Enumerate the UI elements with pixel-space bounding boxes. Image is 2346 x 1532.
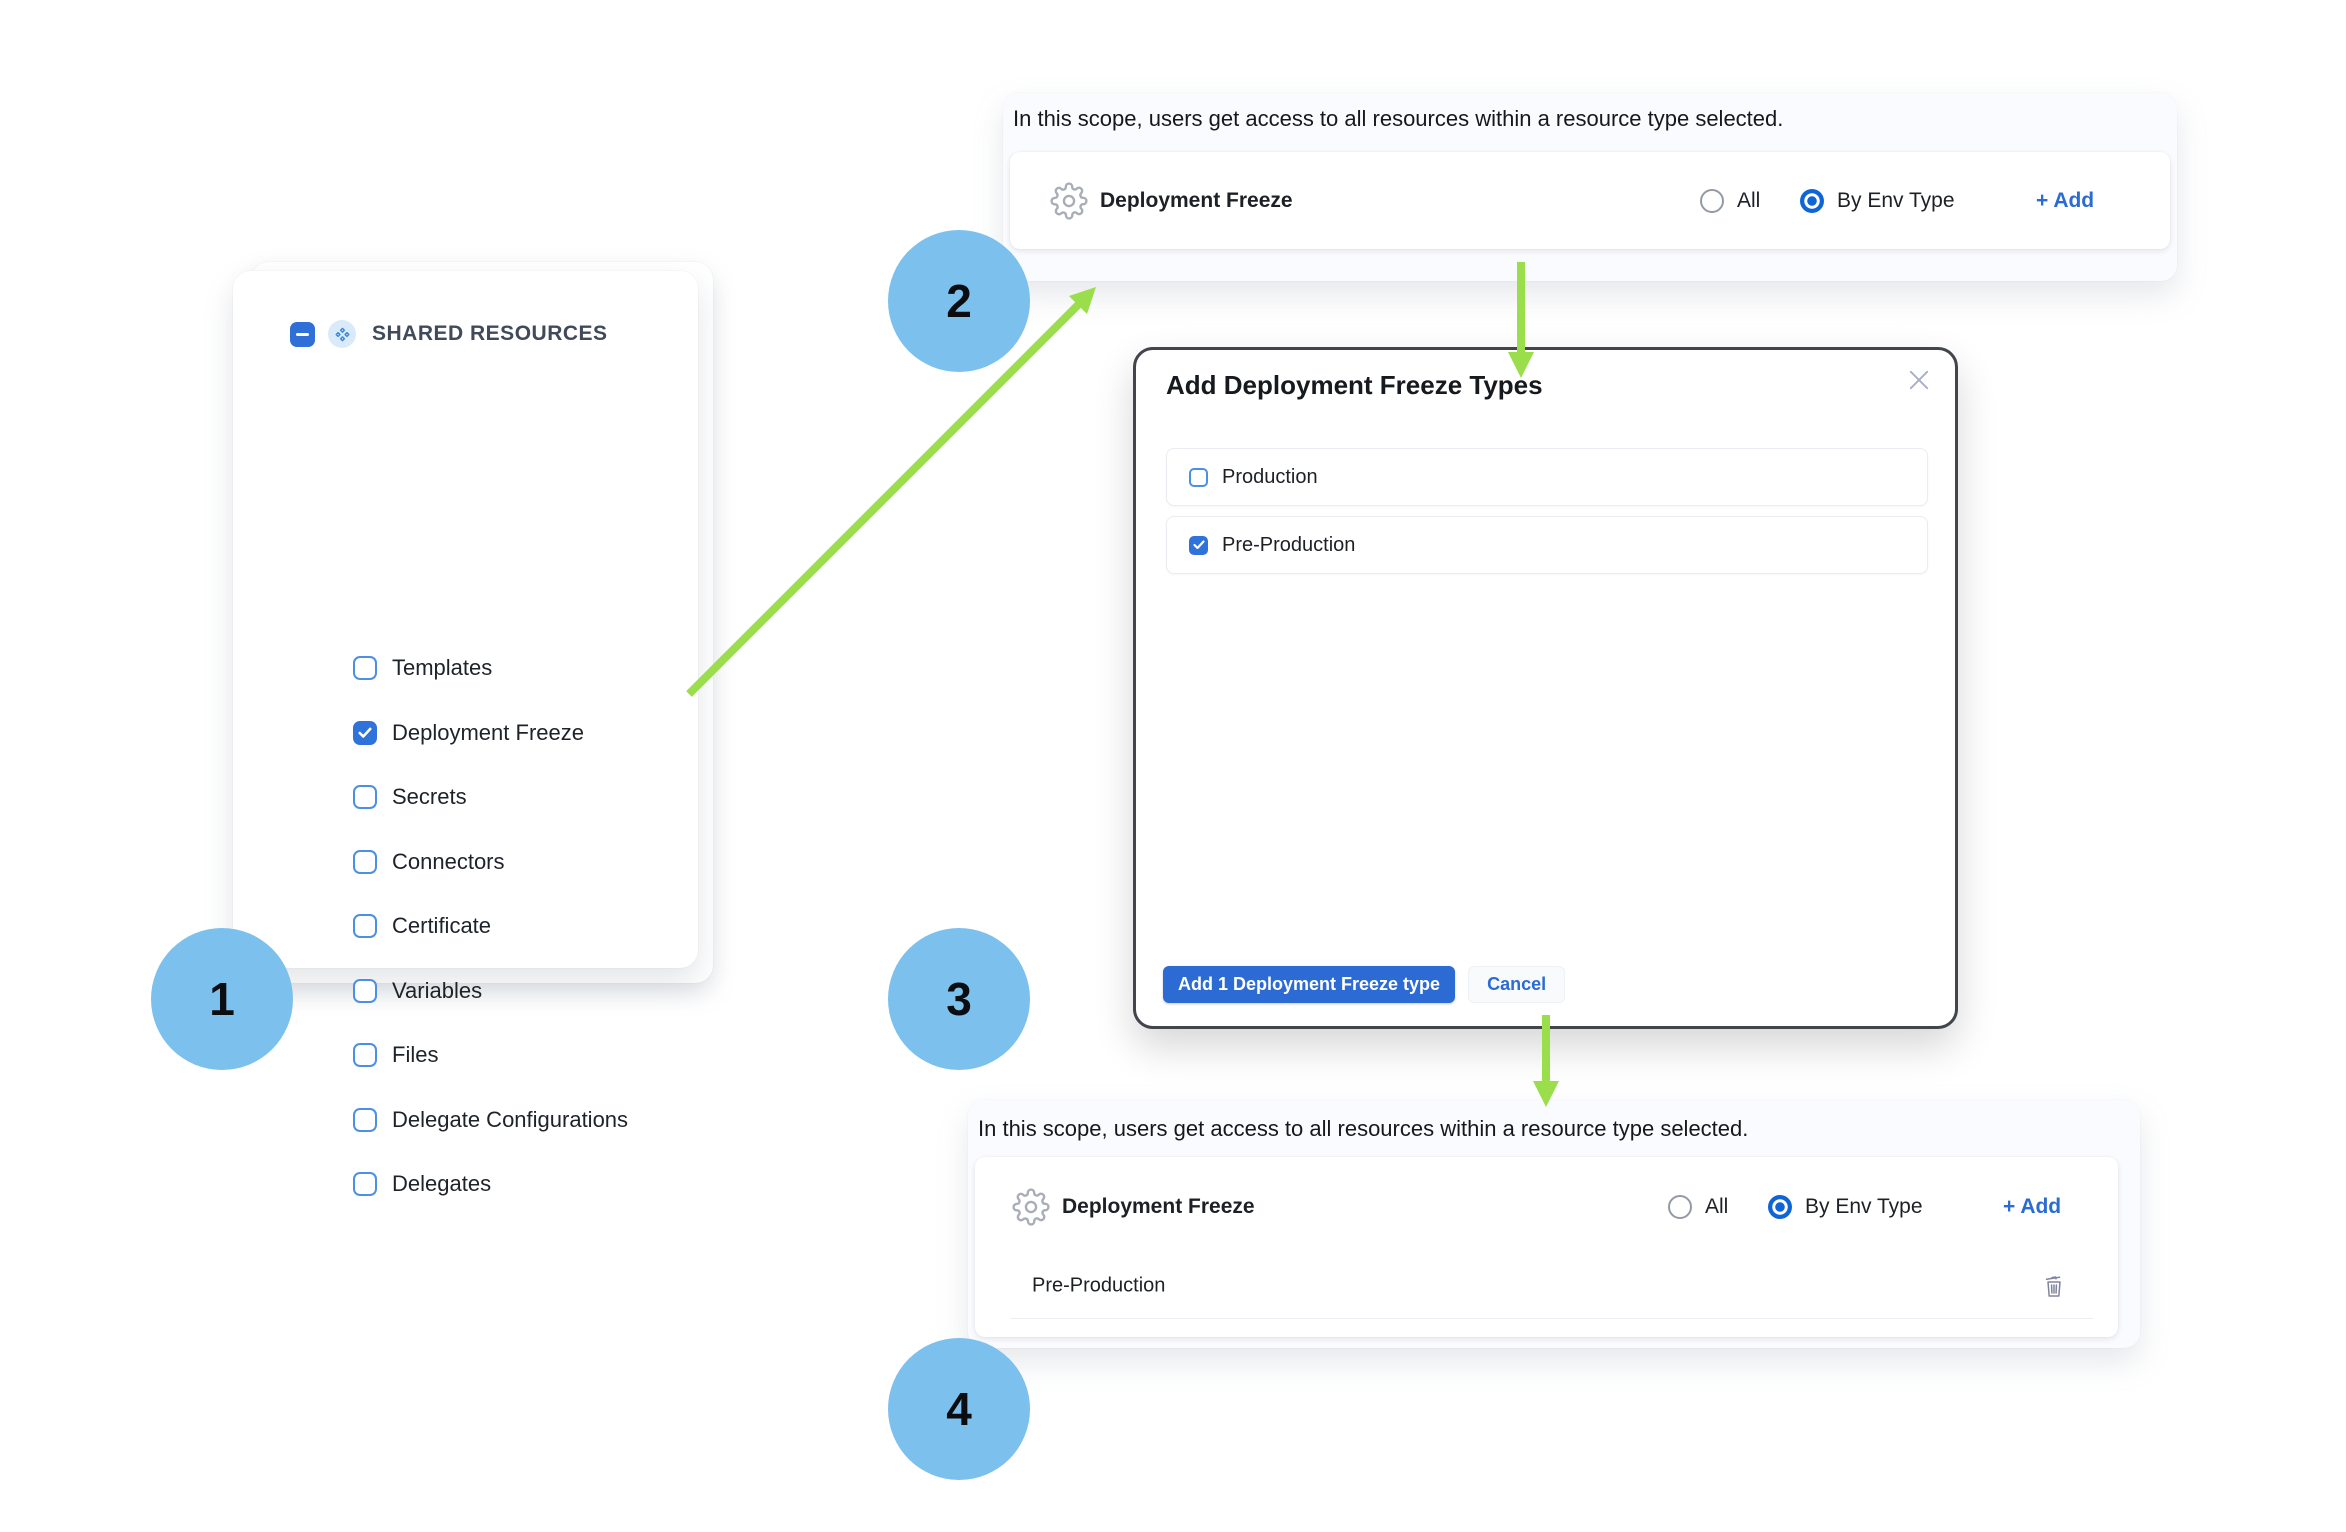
tree-item-deployment-freeze[interactable]: Deployment Freeze <box>353 719 584 747</box>
step-badge-3: 3 <box>888 928 1030 1070</box>
shared-resources-indeterminate-checkbox[interactable] <box>290 321 315 347</box>
arrowhead-diagonal <box>1069 287 1096 314</box>
tree-item-delegates[interactable]: Delegates <box>353 1170 491 1198</box>
step-number: 4 <box>946 1383 972 1435</box>
tree-item-label: Deployment Freeze <box>392 720 584 745</box>
step-badge-4: 4 <box>888 1338 1030 1480</box>
radio-by-env-type-label[interactable]: By Env Type <box>1837 188 1955 212</box>
resource-type-label: Deployment Freeze <box>1062 1195 1255 1218</box>
checkbox-certificate[interactable] <box>353 914 377 938</box>
tree-item-label: Delegates <box>392 1171 492 1196</box>
radio-by-env-type-label[interactable]: By Env Type <box>1805 1195 1923 1218</box>
tree-item-label: Templates <box>392 655 493 680</box>
add-button[interactable]: + Add <box>2036 188 2095 212</box>
checkbox-templates[interactable] <box>353 656 377 680</box>
tree-item-files[interactable]: Files <box>353 1041 438 1069</box>
checkbox-delegates[interactable] <box>353 1172 377 1196</box>
resource-type-label: Deployment Freeze <box>1100 188 1293 212</box>
radio-all-label[interactable]: All <box>1737 188 1761 212</box>
checkbox-secrets[interactable] <box>353 785 377 809</box>
checkbox-deployment-freeze[interactable] <box>353 721 377 745</box>
tree-item-label: Delegate Configurations <box>392 1107 629 1132</box>
modal-footer: Add 1 Deployment Freeze type Cancel <box>1163 966 1566 1003</box>
scope-description: In this scope, users get access to all r… <box>978 1116 1749 1141</box>
modal-option-label: Pre-Production <box>1222 533 1356 556</box>
checkbox-connectors[interactable] <box>353 850 377 874</box>
tree-item-label: Connectors <box>392 849 505 874</box>
tree-item-templates[interactable]: Templates <box>353 654 492 682</box>
tree-item-label: Files <box>392 1042 439 1067</box>
shared-resources-icon <box>334 327 350 341</box>
env-type-entry: Pre-Production <box>1032 1274 1166 1297</box>
tree-item-connectors[interactable]: Connectors <box>353 848 505 876</box>
checkbox-production[interactable] <box>1189 467 1208 487</box>
radio-all[interactable] <box>1700 188 1724 213</box>
radio-by-env-type[interactable] <box>1768 1195 1792 1219</box>
modal-title: Add Deployment Freeze Types <box>1166 370 1543 400</box>
tree-item-certificate[interactable]: Certificate <box>353 912 491 940</box>
checkbox-variables[interactable] <box>353 979 377 1003</box>
modal-option-production[interactable]: Production <box>1166 448 1928 506</box>
step-number: 1 <box>209 973 235 1025</box>
radio-by-env-type[interactable] <box>1800 188 1824 213</box>
tree-item-label: Secrets <box>392 784 467 809</box>
minus-icon <box>296 332 309 336</box>
tree-item-delegate-configurations[interactable]: Delegate Configurations <box>353 1106 628 1134</box>
tree-item-secrets[interactable]: Secrets <box>353 783 467 811</box>
add-deployment-freeze-type-button[interactable]: Add 1 Deployment Freeze type <box>1163 966 1456 1003</box>
radio-all[interactable] <box>1668 1195 1692 1219</box>
modal-option-pre-production[interactable]: Pre-Production <box>1166 516 1928 574</box>
step-badge-1: 1 <box>151 928 293 1070</box>
arrow-diagonal <box>686 300 1083 697</box>
shared-resources-label: SHARED RESOURCES <box>372 322 608 345</box>
entry-divider <box>1010 1318 2093 1319</box>
checkbox-files[interactable] <box>353 1043 377 1067</box>
scope-description: In this scope, users get access to all r… <box>1013 106 1784 131</box>
tree-item-variables[interactable]: Variables <box>353 977 482 1005</box>
add-deployment-freeze-types-modal: Add Deployment Freeze Types Production P… <box>1133 347 1958 1029</box>
step-badge-2: 2 <box>888 230 1030 372</box>
checkbox-pre-production[interactable] <box>1189 535 1208 555</box>
close-icon[interactable] <box>1905 366 1933 394</box>
radio-all-label[interactable]: All <box>1705 1195 1729 1218</box>
deployment-freeze-row-card: Deployment Freeze All By Env Type + Add … <box>975 1157 2118 1337</box>
resource-tree-panel: SHARED RESOURCES Templates Deployment Fr… <box>233 271 698 1196</box>
cancel-button[interactable]: Cancel <box>1468 966 1566 1003</box>
checkbox-delegate-configurations[interactable] <box>353 1108 377 1132</box>
shared-resources-badge <box>328 320 356 348</box>
tree-item-label: Certificate <box>392 913 492 938</box>
scope-panel-top: In this scope, users get access to all r… <box>1003 93 2177 281</box>
step-number: 2 <box>946 275 972 327</box>
modal-option-label: Production <box>1222 465 1318 488</box>
scope-panel-bottom: In this scope, users get access to all r… <box>968 1100 2140 1348</box>
gear-icon <box>1050 181 1088 220</box>
shared-resources-header: SHARED RESOURCES <box>290 318 608 350</box>
step-number: 3 <box>946 973 972 1025</box>
deployment-freeze-row-card: Deployment Freeze All By Env Type + Add <box>1010 152 2170 249</box>
gear-icon <box>1012 1188 1050 1226</box>
tree-item-label: Variables <box>392 978 483 1003</box>
trash-icon[interactable] <box>2042 1273 2066 1299</box>
add-button[interactable]: + Add <box>2003 1195 2062 1218</box>
